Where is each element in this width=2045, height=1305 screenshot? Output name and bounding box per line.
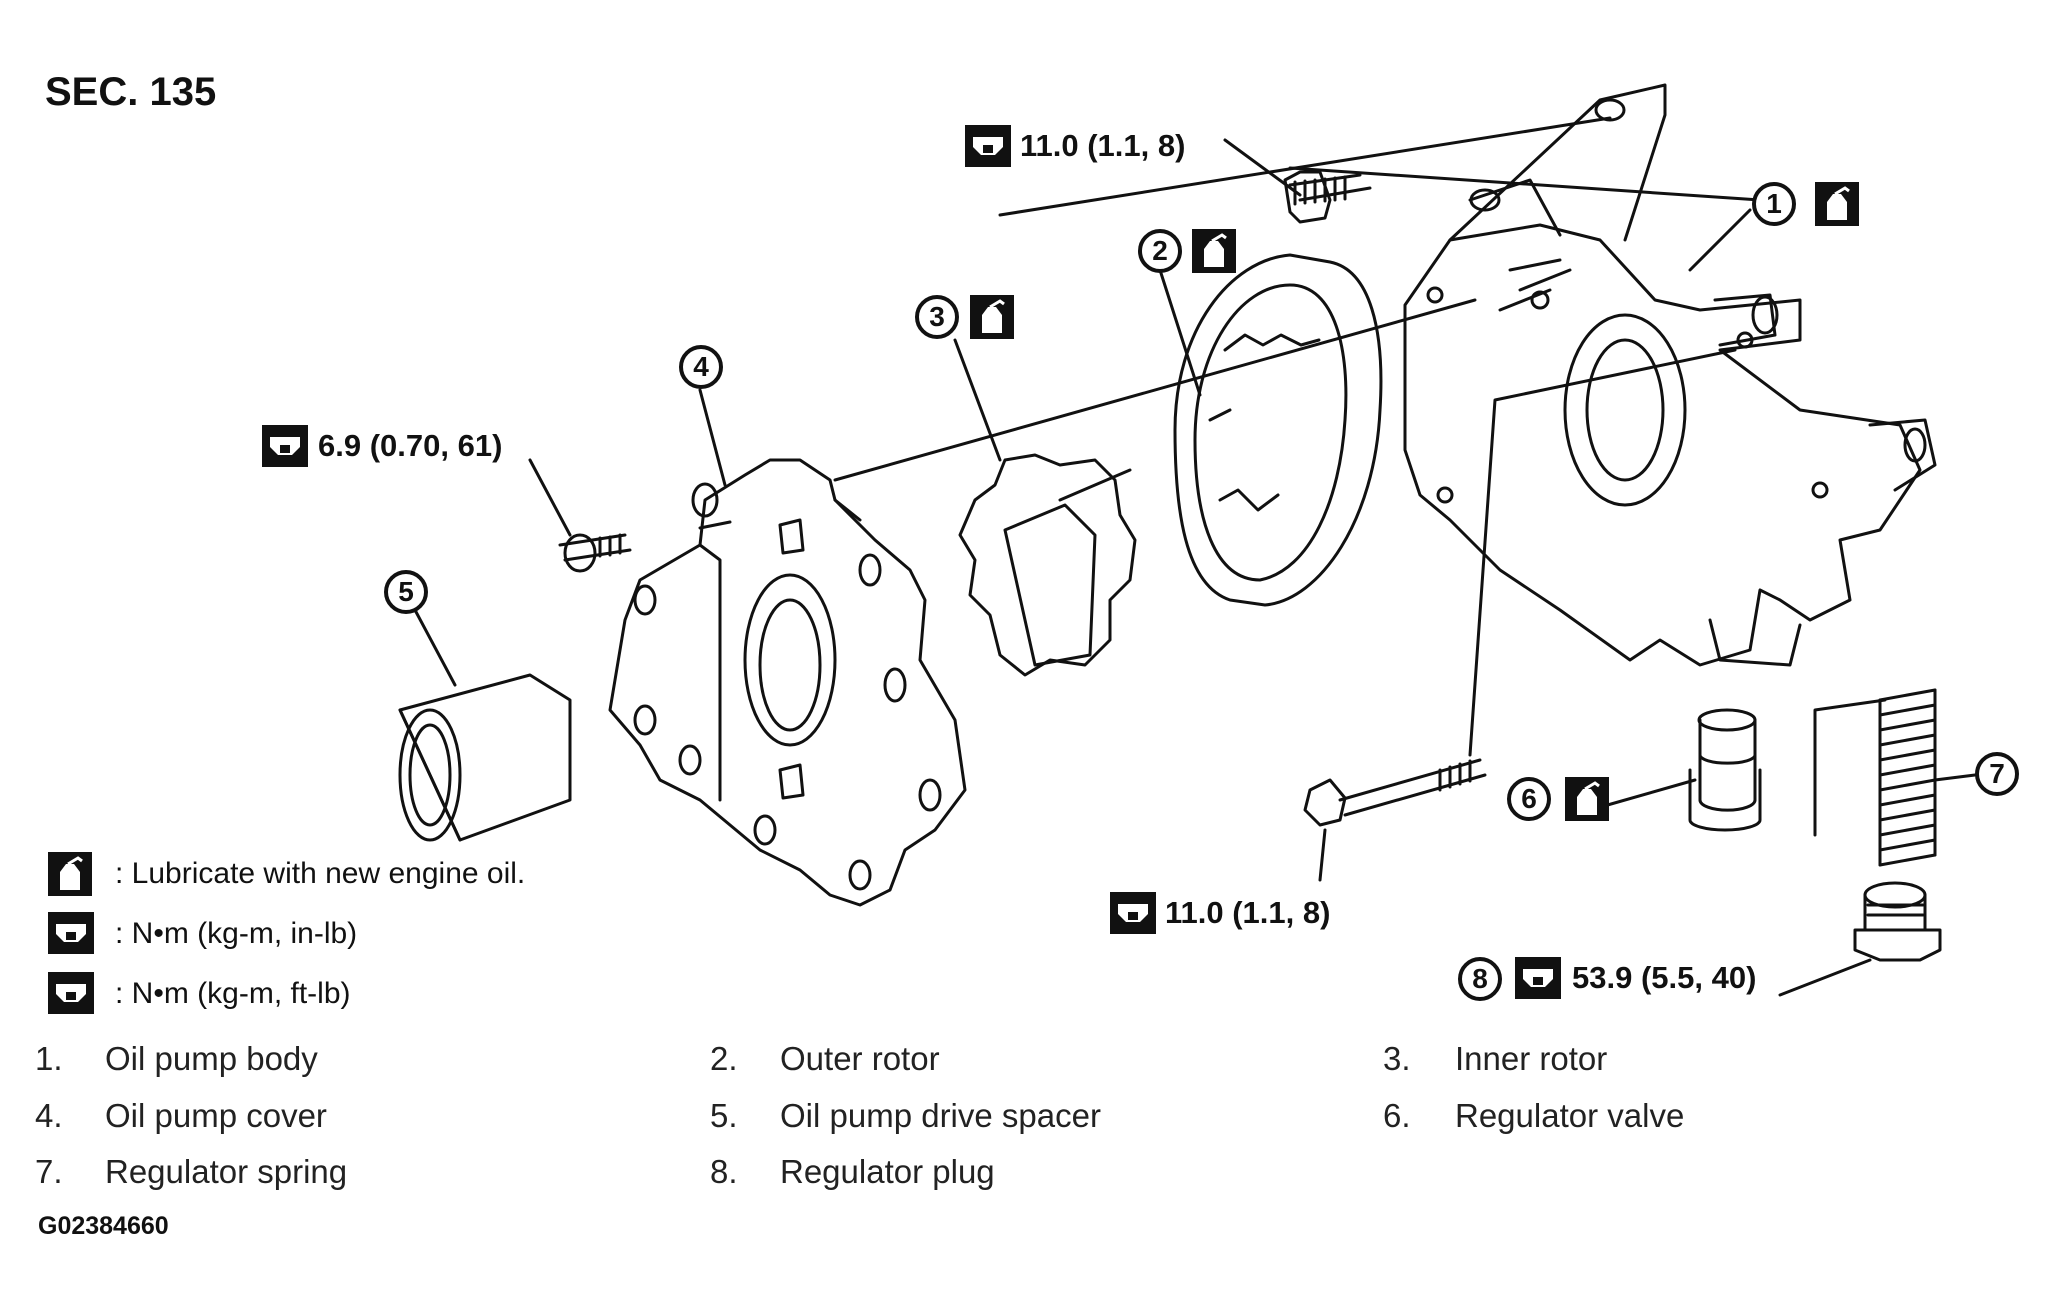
regulator-spring — [1813, 688, 1937, 867]
bolts — [558, 170, 1487, 827]
callout-2: 2 — [1138, 229, 1182, 273]
oil-can-icon — [1190, 227, 1238, 275]
part-name: Regulator plug — [780, 1153, 995, 1190]
part-number: 6. — [1383, 1097, 1411, 1134]
torque-spec-cover-screw: 6.9 (0.70, 61) — [318, 428, 503, 463]
torque-wrench-icon — [965, 125, 1011, 167]
callout-3: 3 — [915, 295, 959, 339]
torque-spec-lower-bolt: 11.0 (1.1, 8) — [1165, 895, 1331, 930]
regulator-plug — [1853, 881, 1942, 962]
legend-torque-ft-lb: : N•m (kg-m, ft-lb) — [115, 977, 351, 1010]
callout-5: 5 — [384, 570, 428, 614]
figure-code: G02384660 — [38, 1212, 169, 1240]
oil-pump-drive-spacer — [398, 673, 572, 842]
oil-can-icon — [1813, 180, 1861, 228]
oil-can-icon — [968, 293, 1016, 341]
part-number: 8. — [710, 1153, 738, 1190]
callout-7: 7 — [1975, 752, 2019, 796]
oil-can-icon — [46, 850, 94, 898]
callout-6: 6 — [1507, 777, 1551, 821]
legend-torque-in-lb: : N•m (kg-m, in-lb) — [115, 917, 358, 950]
oil-pump-body — [1403, 83, 1937, 667]
part-name: Outer rotor — [780, 1040, 940, 1077]
callout-4: 4 — [679, 345, 723, 389]
torque-spec-regulator-plug: 53.9 (5.5, 40) — [1572, 960, 1757, 995]
torque-wrench-icon — [1110, 892, 1156, 934]
part-name: Oil pump body — [105, 1040, 318, 1077]
part-number: 7. — [35, 1153, 63, 1190]
part-name: Oil pump cover — [105, 1097, 327, 1134]
oil-can-icon — [1563, 775, 1611, 823]
torque-wrench-icon — [1515, 957, 1561, 999]
part-number: 1. — [35, 1040, 63, 1077]
torque-wrench-icon — [48, 912, 94, 954]
part-number: 2. — [710, 1040, 738, 1077]
legend-lubricate: : Lubricate with new engine oil. — [115, 857, 526, 890]
part-number: 4. — [35, 1097, 63, 1134]
part-name: Inner rotor — [1455, 1040, 1608, 1077]
torque-spec-upper-bolt: 11.0 (1.1, 8) — [1020, 128, 1186, 163]
torque-wrench-icon — [48, 972, 94, 1014]
part-number: 3. — [1383, 1040, 1411, 1077]
callout-8: 8 — [1458, 957, 1502, 1001]
section-label: SEC. 135 — [45, 70, 217, 114]
inner-rotor — [958, 453, 1137, 677]
torque-wrench-icon — [262, 425, 308, 467]
callout-1: 1 — [1752, 182, 1796, 226]
part-name: Regulator spring — [105, 1153, 348, 1190]
part-name: Regulator valve — [1455, 1097, 1685, 1134]
oil-pump-cover — [608, 458, 967, 907]
alignment-lines — [698, 116, 1762, 757]
part-name: Oil pump drive spacer — [780, 1097, 1101, 1134]
outer-rotor — [1173, 253, 1383, 607]
part-number: 5. — [710, 1097, 738, 1134]
regulator-valve — [1688, 708, 1762, 832]
